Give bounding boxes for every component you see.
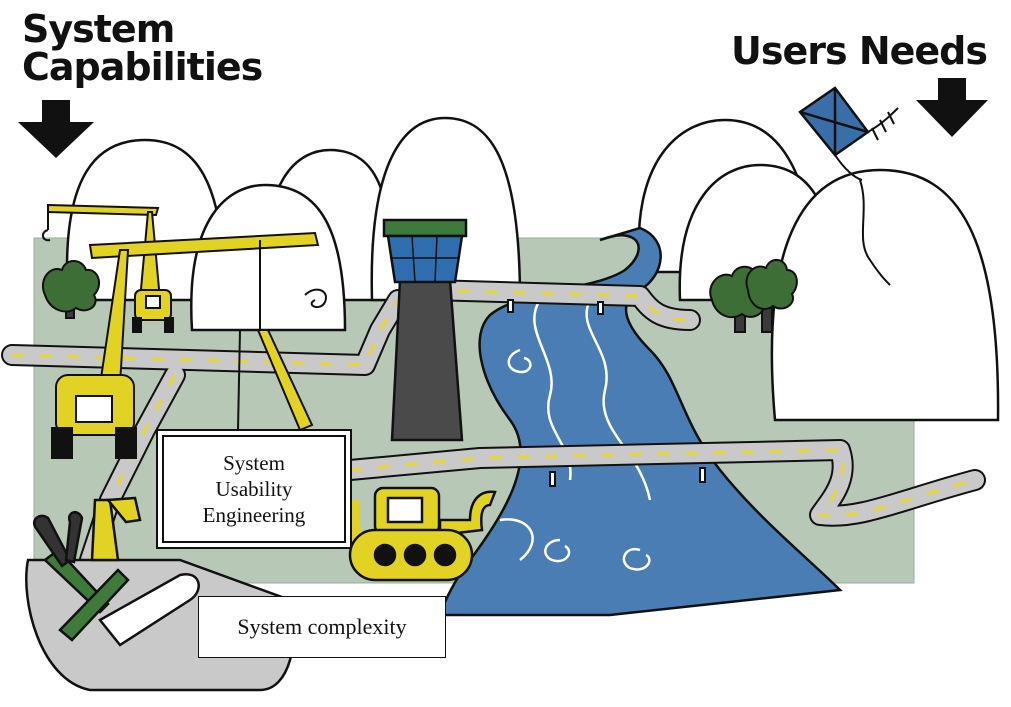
right-hills [637, 118, 1000, 422]
users-needs-heading: Users Needs [730, 29, 988, 73]
crane-icon [42, 203, 320, 459]
usability-line-2: Usability [215, 476, 293, 501]
heading-left-line-2: Capabilities [22, 45, 263, 89]
usability-box-inner: System Usability Engineering [162, 435, 346, 543]
heading-left-line-1: System [22, 7, 175, 51]
usability-line-3: Engineering [202, 503, 306, 528]
usability-line-1: System [223, 450, 285, 475]
arrow-down-icon-right [916, 78, 988, 137]
bulldozer-icon [348, 486, 497, 582]
left-hills [65, 116, 522, 332]
kite-icon [798, 86, 899, 181]
system-capabilities-heading: System Capabilities [22, 7, 263, 89]
system-complexity-box: System complexity [198, 596, 446, 658]
control-tower-icon [382, 218, 468, 442]
system-usability-engineering-box: System Usability Engineering [156, 429, 352, 549]
arrow-down-icon [18, 100, 94, 158]
trees [42, 259, 798, 333]
